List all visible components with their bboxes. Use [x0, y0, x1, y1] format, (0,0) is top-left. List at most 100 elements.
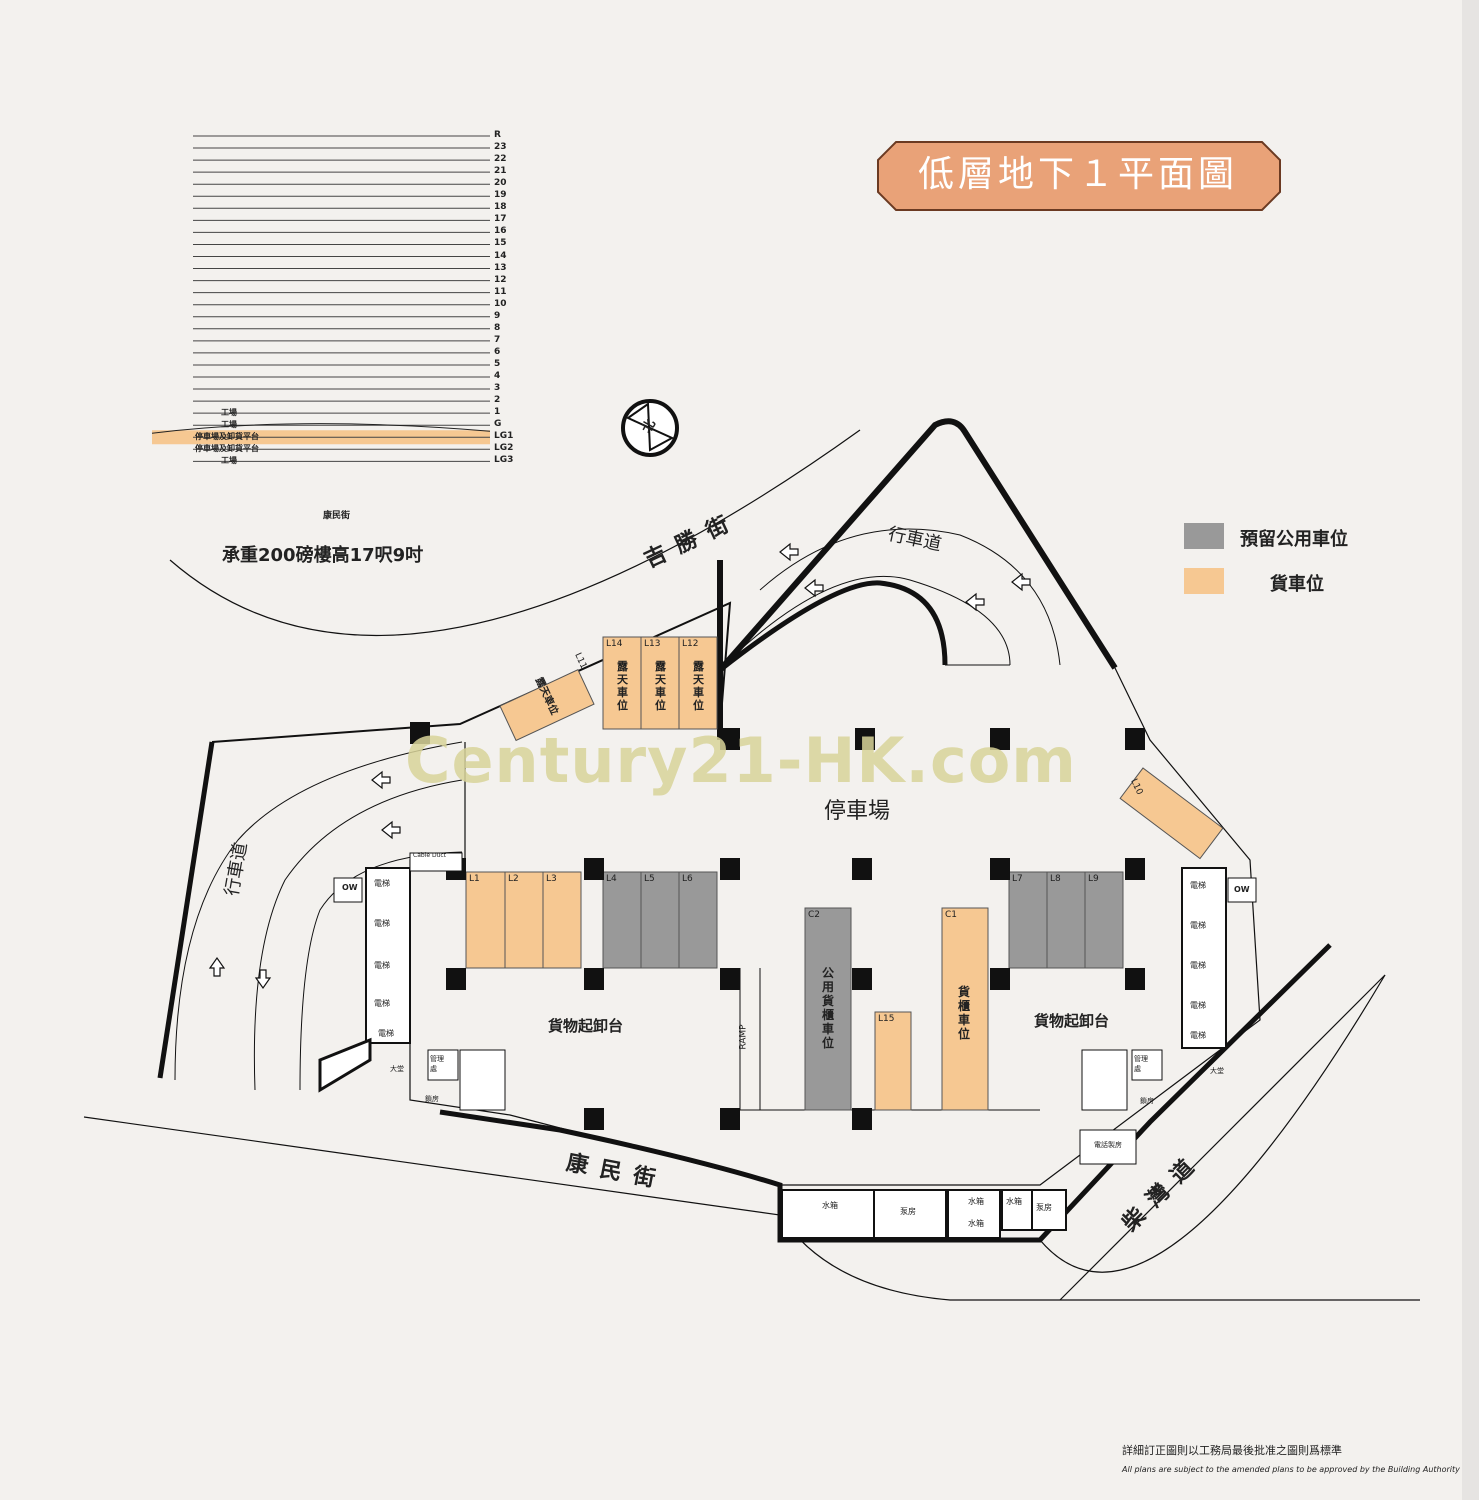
bay-l15 — [874, 1011, 912, 1111]
section-floor-label: 19 — [494, 190, 507, 201]
column — [410, 722, 430, 744]
bay-label-l15: L15 — [878, 1014, 895, 1024]
ow-label-east: OW — [1234, 885, 1250, 894]
section-floor-label: 21 — [494, 166, 507, 177]
bay-label-l14: L14 — [606, 639, 623, 649]
mgmt-label-east: 管理處 — [1134, 1055, 1148, 1073]
section-floor-label: 20 — [494, 178, 507, 189]
column — [446, 968, 466, 990]
ramp-label: RAMP — [738, 1024, 749, 1050]
section-floor-label: 1 — [494, 407, 501, 418]
carpark-label: 停車場 — [824, 799, 891, 824]
page-title: 低層地下１平面圖 — [917, 154, 1238, 195]
north-arrow-pointer — [625, 402, 675, 452]
drive-arrows — [208, 542, 1031, 990]
footer-en: All plans are subject to the amended pla… — [1122, 1465, 1460, 1474]
tank-label-3: 水箱 — [968, 1219, 984, 1228]
column — [852, 858, 872, 880]
bay-label-c2: C2 — [808, 910, 821, 920]
section-floor-label: 12 — [494, 274, 507, 285]
drive-west-outer — [174, 741, 463, 1081]
bay-label-l6: L6 — [682, 874, 693, 884]
section-floor-label: 15 — [494, 238, 507, 249]
bay-l1 — [465, 871, 506, 969]
loading-east-label: 貨物起卸台 — [1034, 1012, 1110, 1030]
bay-l7 — [1008, 871, 1048, 969]
column — [1125, 858, 1145, 880]
section-floor-label: 8 — [494, 322, 501, 333]
bay-l9 — [1084, 871, 1124, 969]
bay-l5 — [640, 871, 680, 969]
bay-l14 — [602, 636, 642, 730]
loading-west-label: 貨物起卸台 — [548, 1017, 624, 1035]
lift-label-west: 電梯 — [378, 1029, 394, 1038]
lobby-label-west: 大堂 — [390, 1065, 404, 1073]
site-boundary-west — [157, 741, 215, 1079]
bay-label-l12: L12 — [682, 639, 699, 649]
section-floor-label: 4 — [494, 371, 501, 381]
section-floor-label: 16 — [494, 226, 507, 237]
drive-west-inner — [299, 851, 463, 1091]
tank-label-4: 水箱 — [1006, 1197, 1022, 1206]
ow-label-west: OW — [342, 883, 358, 892]
bay-l4 — [602, 871, 642, 969]
section-street-label: 康民街 — [323, 511, 351, 521]
column — [720, 968, 740, 990]
bay-l6 — [678, 871, 718, 969]
parking-bays — [465, 636, 1224, 1111]
street-chaiwan-edge — [1059, 974, 1386, 1301]
section-floor-label: LG1 — [494, 431, 514, 442]
lift-label-west: 電梯 — [374, 961, 390, 970]
column — [1125, 728, 1145, 750]
section-floor-label: LG2 — [494, 443, 514, 454]
footer-zh: 詳細訂正圖則以工務局最後批准之圖則爲標準 — [1122, 1444, 1342, 1457]
cable-duct-label: Cable Duct — [413, 852, 447, 859]
bay-l2 — [504, 871, 544, 969]
tank-label-2: 水箱 — [968, 1197, 984, 1206]
legend-label-truck: 貨車位 — [1270, 574, 1324, 595]
load-note: 承重200磅樓高17呎9吋 — [222, 545, 424, 566]
section-floor-label: 22 — [494, 154, 507, 165]
lift-label-west: 電梯 — [374, 919, 390, 928]
section-band-label: 工場 — [221, 420, 237, 430]
section-floor-label: G — [494, 419, 502, 430]
column — [720, 858, 740, 880]
column — [720, 1108, 740, 1130]
lift-label-east: 電梯 — [1190, 961, 1206, 970]
column — [584, 1108, 604, 1130]
section-floor-label: 14 — [494, 250, 507, 261]
section-floor-label: 9 — [494, 310, 501, 321]
section-band-label: 停車場及卸貨平台 — [195, 432, 259, 442]
bay-label-l1: L1 — [469, 874, 480, 884]
title-banner — [877, 141, 1281, 211]
drive-north-outer — [759, 528, 1061, 666]
pump-label-1: 泵房 — [900, 1207, 916, 1216]
tank-label-1: 水箱 — [822, 1201, 838, 1210]
section-floor-label: 7 — [494, 334, 501, 345]
column — [852, 1108, 872, 1130]
column — [990, 968, 1010, 990]
core-east — [1079, 867, 1257, 1165]
bay-label-l4: L4 — [606, 874, 617, 884]
site-boundary-south — [439, 943, 1332, 1243]
column — [584, 858, 604, 880]
lift-label-east: 電梯 — [1190, 921, 1206, 930]
legend-swatch-truck — [1184, 568, 1224, 594]
column — [720, 728, 740, 750]
bay-l8 — [1046, 871, 1086, 969]
lock-label-east: 鎖房 — [1140, 1097, 1154, 1105]
core-west — [318, 852, 506, 1111]
section-floor-label: 23 — [494, 142, 507, 153]
section-floor-label: R — [494, 130, 501, 140]
bay-label-l8: L8 — [1050, 874, 1061, 884]
bay-l10 — [1119, 767, 1224, 860]
section-floor-label: 11 — [494, 286, 507, 297]
section-floor-label: 3 — [494, 383, 501, 394]
drive-north-inner — [718, 580, 948, 672]
street-jisheng-edge — [169, 429, 861, 637]
section-band-label: 工場 — [221, 456, 237, 466]
lift-label-east: 電梯 — [1190, 881, 1206, 890]
mgmt-label-west: 管理處 — [430, 1055, 444, 1073]
title-banner-wrap: 低層地下１平面圖 — [876, 140, 1280, 210]
cargo-space-label: 貨櫃車位 — [958, 985, 971, 1041]
